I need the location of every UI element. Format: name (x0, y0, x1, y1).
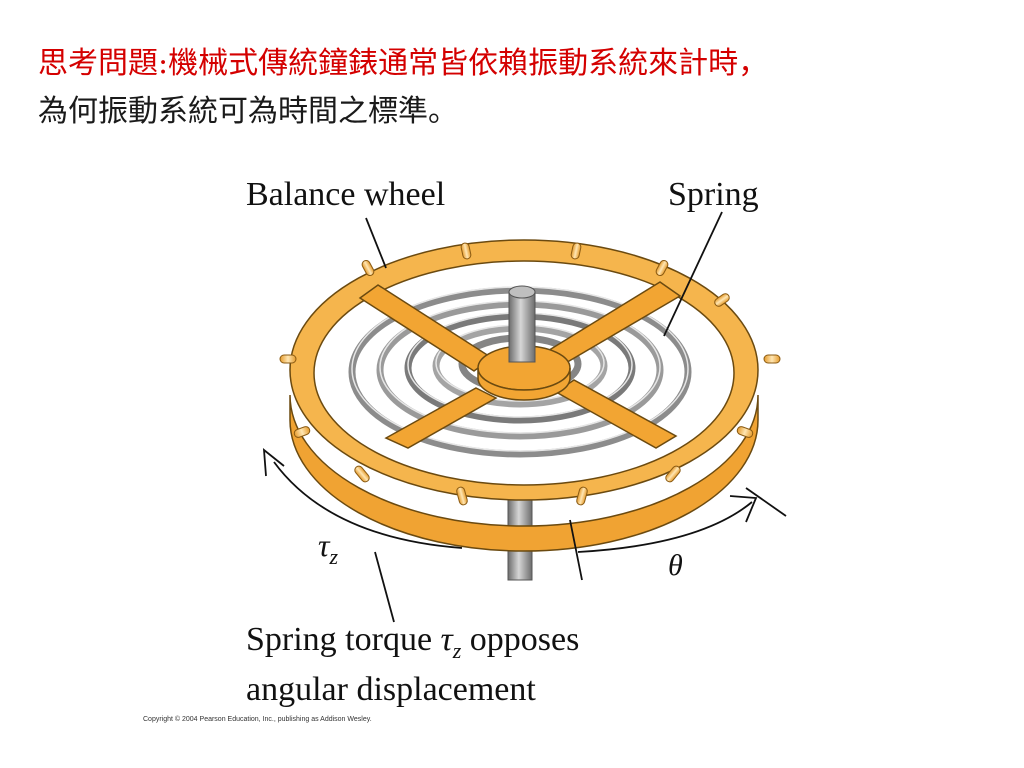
caption-torque-subscript: z (452, 638, 462, 663)
question-line-1-text: 機械式傳統鐘錶通常皆依賴振動系統來計時， (168, 46, 769, 81)
reference-line-left (569, 519, 583, 581)
torque-subscript: z (328, 544, 338, 569)
question-prefix: 思考問題: (38, 46, 169, 81)
caption-text-before: Spring torque (246, 621, 441, 658)
torque-arrow (262, 448, 463, 549)
question-line-2: 為何振動系統可為時間之標準。 (38, 94, 458, 129)
wheel-spokes (358, 281, 682, 449)
balance-wheel-label: Balance wheel (246, 176, 445, 213)
wheel-hub-side (477, 367, 571, 401)
question-line-1: 思考問題:機械式傳統鐘錶通常皆依賴振動系統來計時， (38, 40, 1018, 88)
displacement-arrow (577, 487, 787, 553)
spoke-lower-left (384, 387, 498, 449)
balance-wheel-leader (365, 217, 387, 269)
rim-pins (279, 242, 781, 506)
spring-leader (663, 211, 723, 337)
torque-label: τz (318, 527, 338, 569)
shaft-upper (508, 285, 536, 363)
slide-question: 思考問題:機械式傳統鐘錶通常皆依賴振動系統來計時， 為何振動系統可為時間之標準。 (38, 40, 1018, 136)
angle-label: θ (668, 549, 683, 582)
caption-line-2: angular displacement (246, 671, 536, 708)
caption-text-after: opposes (461, 621, 579, 658)
caption-torque-symbol: τ (441, 621, 455, 658)
reference-line-right (745, 487, 787, 517)
caption-line-1: Spring torque τz opposes (246, 621, 579, 663)
leader-lines (365, 211, 723, 623)
torque-leader (374, 551, 395, 623)
copyright-notice: Copyright © 2004 Pearson Education, Inc.… (143, 716, 372, 723)
spring-label: Spring (668, 176, 759, 213)
wheel-rim-side (289, 394, 759, 552)
torque-symbol: τ (318, 527, 331, 563)
